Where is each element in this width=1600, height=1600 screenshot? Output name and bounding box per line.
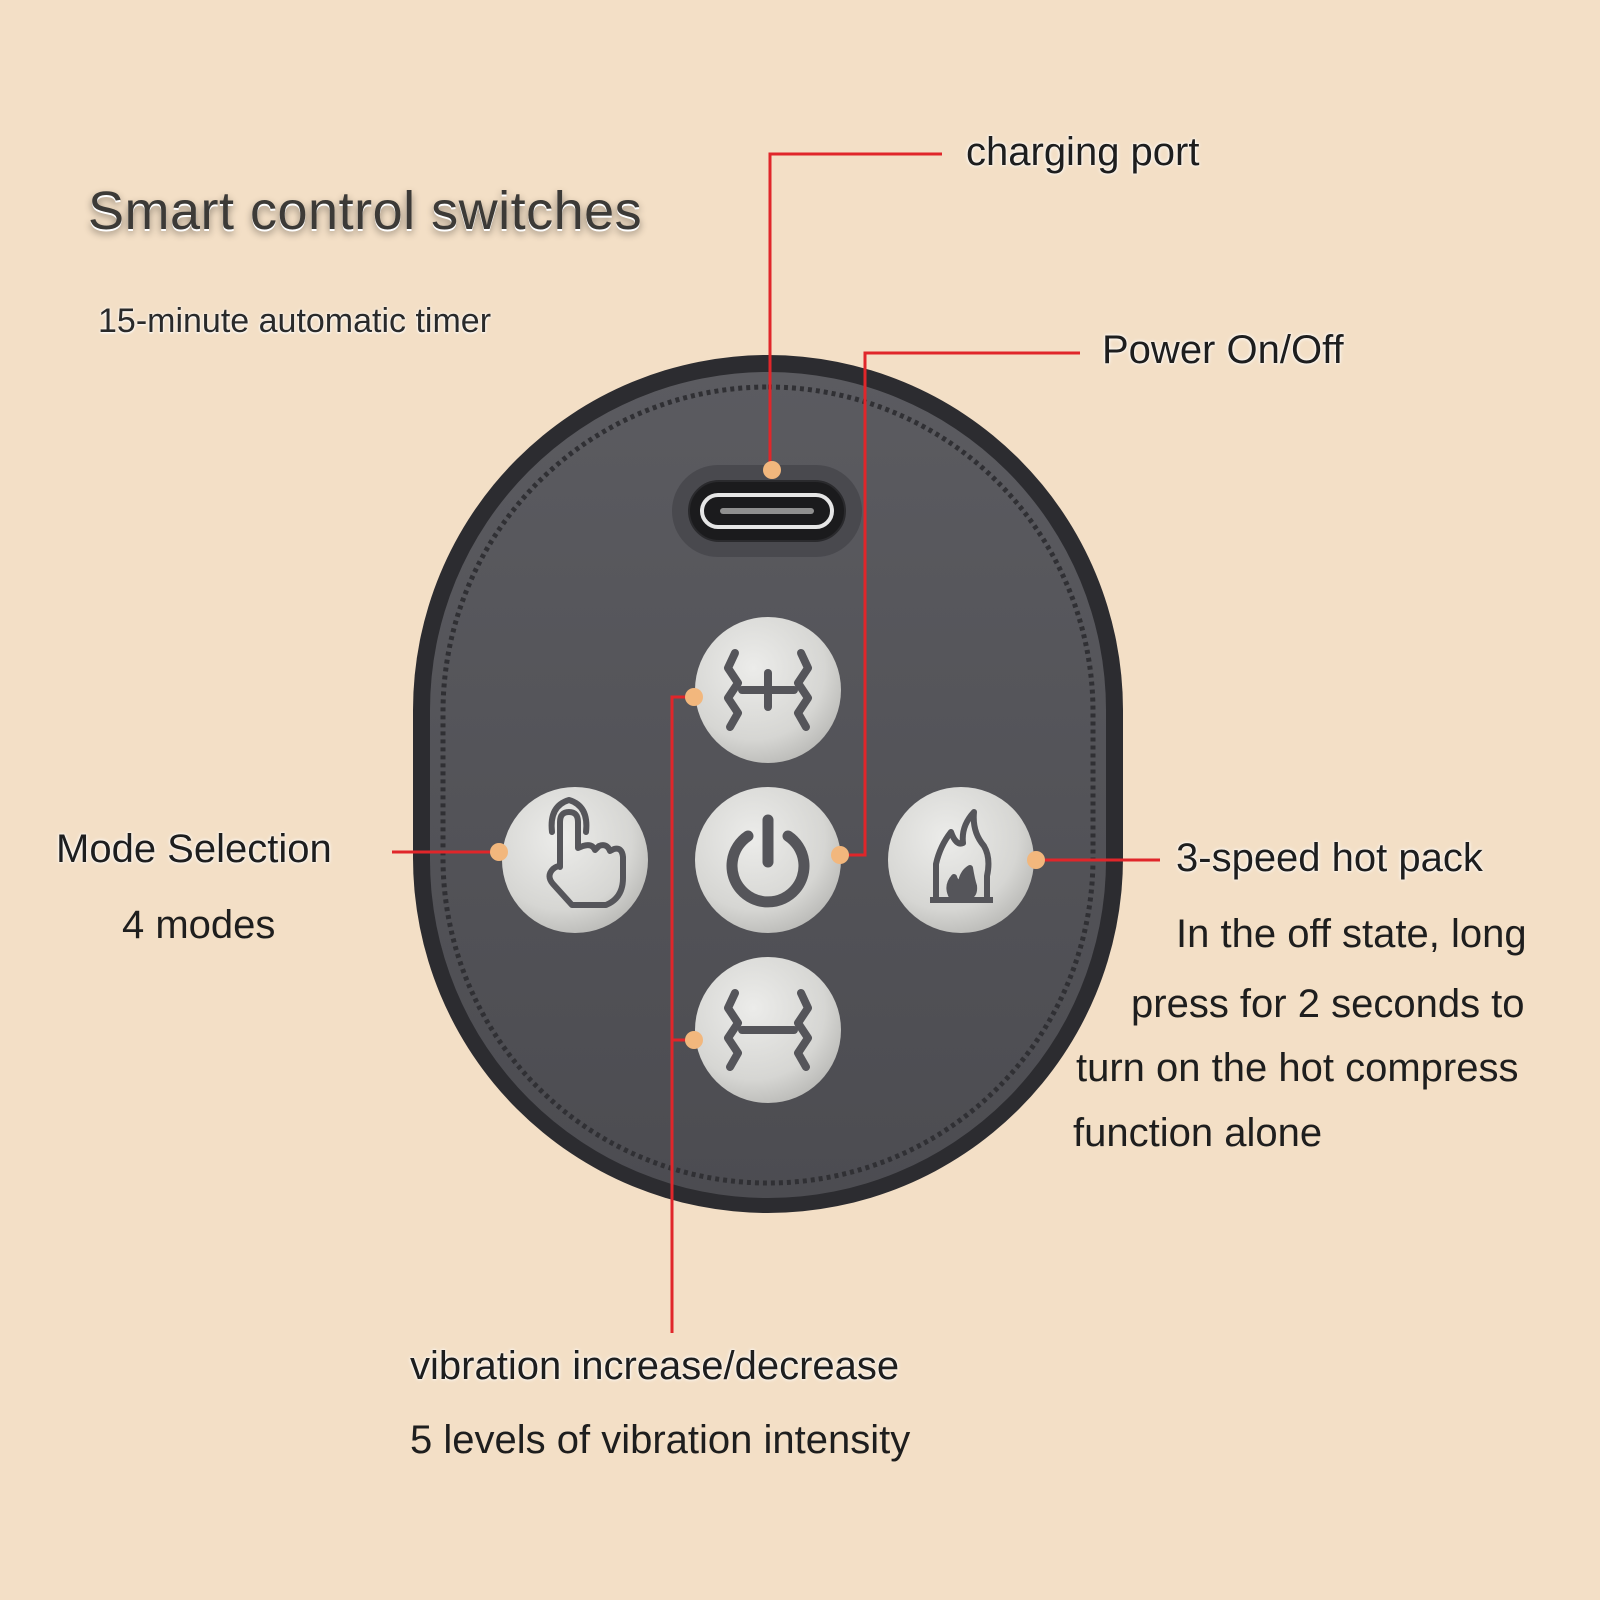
callout-vibration: vibration increase/decrease xyxy=(410,1344,900,1388)
callout-mode: Mode Selection xyxy=(56,827,332,871)
leader-power xyxy=(840,351,1080,857)
power-icon xyxy=(726,814,810,908)
callout-power: Power On/Off xyxy=(1102,328,1344,372)
page-subtitle: 15-minute automatic timer xyxy=(98,302,492,340)
vibration-increase-button[interactable] xyxy=(695,617,841,763)
heat-note-line-2: press for 2 seconds to xyxy=(1131,982,1525,1026)
anchor-dots xyxy=(490,461,1045,1049)
heat-note-line-4: function alone xyxy=(1073,1111,1323,1155)
vibration-minus-icon xyxy=(724,989,812,1071)
callout-charging-port: charging port xyxy=(966,130,1200,174)
page-title: Smart control switches xyxy=(88,181,643,241)
hand-touch-icon xyxy=(546,797,626,908)
heat-note-line-1: In the off state, long xyxy=(1176,912,1527,956)
mode-button[interactable] xyxy=(502,787,648,933)
device-stitching xyxy=(440,384,1096,1186)
callout-vibration-sub: 5 levels of vibration intensity xyxy=(410,1418,911,1462)
device-face xyxy=(430,372,1106,1198)
vibration-plus-icon xyxy=(724,649,812,731)
heat-note-line-3: turn on the hot compress xyxy=(1076,1046,1519,1090)
callout-mode-sub: 4 modes xyxy=(122,903,276,947)
callout-heat: 3-speed hot pack xyxy=(1176,836,1483,880)
leader-charging-port xyxy=(768,152,942,470)
usb-c-port[interactable] xyxy=(672,465,862,557)
vibration-decrease-button[interactable] xyxy=(695,957,841,1103)
heat-button[interactable] xyxy=(888,787,1034,933)
power-button[interactable] xyxy=(695,787,841,933)
flame-icon xyxy=(930,809,993,903)
